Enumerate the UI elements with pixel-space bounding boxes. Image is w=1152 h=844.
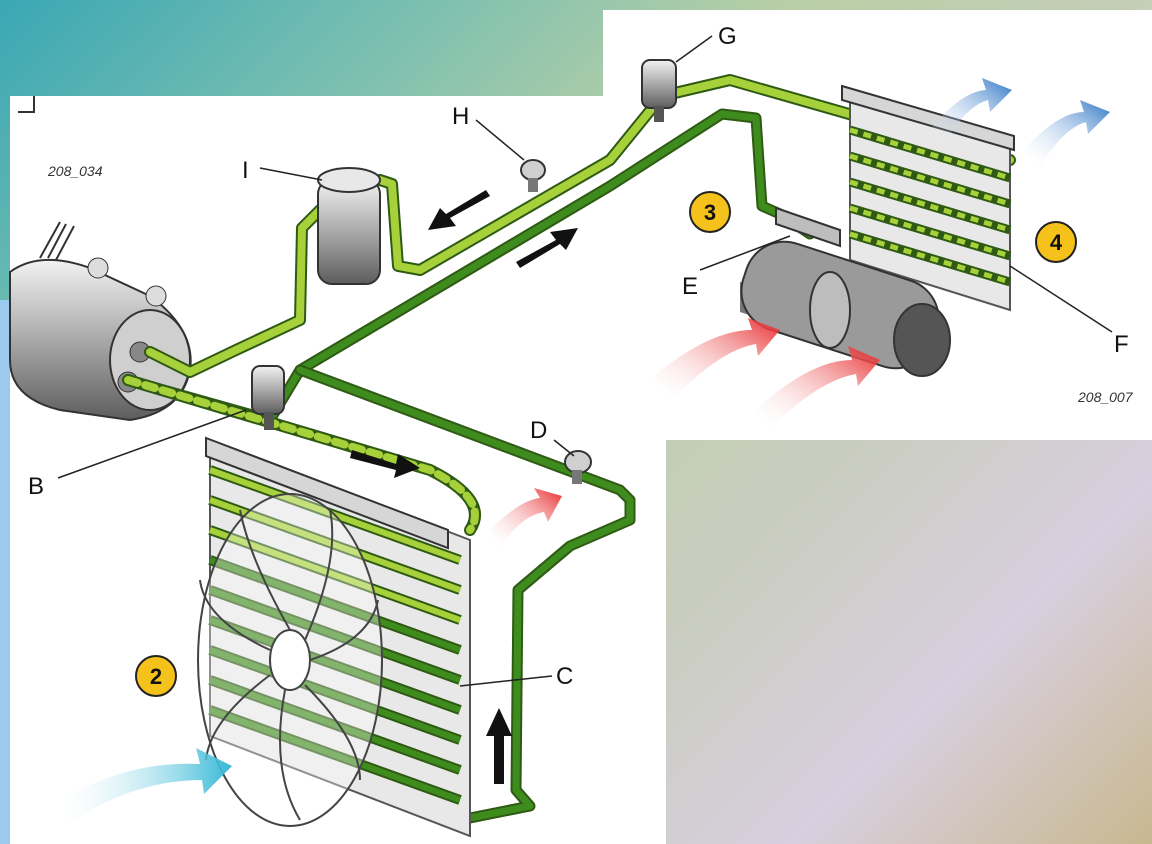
label-f: F	[1114, 331, 1129, 358]
cool-air-arrow-icon	[930, 78, 1012, 144]
label-b: B	[28, 473, 44, 500]
label-h: H	[452, 103, 469, 130]
leader-lines	[57, 35, 1113, 687]
hot-air-arrow-icon	[756, 346, 880, 428]
intake-air-arrow-icon	[50, 748, 232, 828]
corner-mark	[18, 96, 35, 113]
service-valve-d-icon	[564, 450, 592, 484]
pipe-dark	[122, 108, 816, 824]
label-g: G	[718, 23, 737, 50]
pressure-switch-g-icon	[641, 59, 677, 122]
cool-air-arrow-icon	[1024, 100, 1110, 166]
pipe-light	[144, 74, 1016, 378]
label-e: E	[682, 273, 698, 300]
flow-arrows	[350, 190, 578, 784]
flow-arrow-icon	[350, 450, 420, 478]
fan-icon	[197, 493, 383, 827]
step-number: 3	[704, 200, 716, 225]
label-i: I	[242, 157, 249, 184]
flow-arrow-icon	[428, 190, 490, 230]
pressure-switch-b-icon	[251, 365, 285, 430]
ref-code-right: 208_007	[1077, 389, 1134, 405]
step-number: 2	[150, 664, 162, 689]
step-badge-4: 4	[1035, 221, 1077, 263]
flow-arrow-icon	[516, 228, 578, 268]
hot-air-arrow-icon	[490, 488, 562, 548]
flow-arrow-icon	[486, 708, 512, 784]
step-badge-3: 3	[689, 191, 731, 233]
step-badge-2: 2	[135, 655, 177, 697]
expansion-valve-icon	[775, 206, 841, 248]
condenser-icon	[205, 436, 471, 838]
air-arrows	[50, 78, 1110, 828]
left-blue-strip	[0, 300, 10, 844]
blower-icon	[740, 240, 951, 377]
ref-code-left: 208_034	[47, 163, 103, 179]
step-number: 4	[1050, 230, 1063, 255]
label-d: D	[530, 417, 547, 444]
label-c: C	[556, 663, 573, 690]
receiver-drier-icon	[317, 167, 381, 285]
evaporator-icon	[841, 84, 1015, 312]
service-valve-h-icon	[520, 159, 546, 192]
hot-air-arrow-icon	[654, 318, 780, 400]
